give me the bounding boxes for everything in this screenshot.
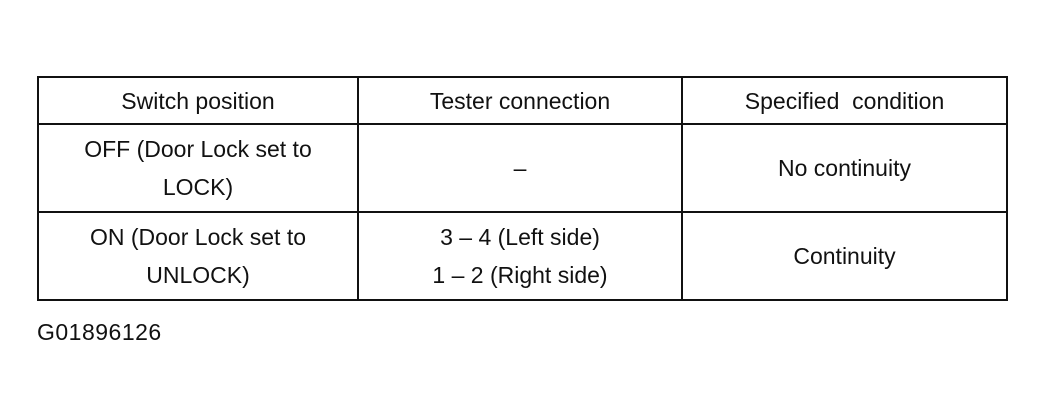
tester-connection-cell: 3 – 4 (Left side) 1 – 2 (Right side): [357, 211, 683, 301]
switch-continuity-table: Switch position Tester connection Specif…: [37, 76, 1008, 301]
figure-id: G01896126: [37, 319, 162, 345]
tester-connection-line: –: [513, 155, 527, 181]
specified-condition-cell: No continuity: [681, 123, 1008, 213]
header-specified-condition: Specified condition: [681, 76, 1008, 125]
tester-connection-line: 1 – 2 (Right side): [432, 262, 608, 288]
table-header-row: Switch position Tester connection Specif…: [37, 76, 1008, 125]
switch-position-line: OFF (Door Lock set to: [84, 136, 312, 162]
header-switch-position: Switch position: [37, 76, 359, 125]
tester-connection-line: 3 – 4 (Left side): [440, 224, 600, 250]
switch-position-line: LOCK): [162, 174, 234, 200]
specified-condition-cell: Continuity: [681, 211, 1008, 301]
switch-position-cell: OFF (Door Lock set to LOCK): [37, 123, 359, 213]
header-tester-connection: Tester connection: [357, 76, 683, 125]
table-row: ON (Door Lock set to UNLOCK) 3 – 4 (Left…: [37, 211, 1008, 301]
switch-position-cell: ON (Door Lock set to UNLOCK): [37, 211, 359, 301]
table-row: OFF (Door Lock set to LOCK) – No continu…: [37, 123, 1008, 213]
switch-position-line: ON (Door Lock set to: [89, 224, 307, 250]
switch-position-line: UNLOCK): [146, 262, 250, 288]
tester-connection-cell: –: [357, 123, 683, 213]
